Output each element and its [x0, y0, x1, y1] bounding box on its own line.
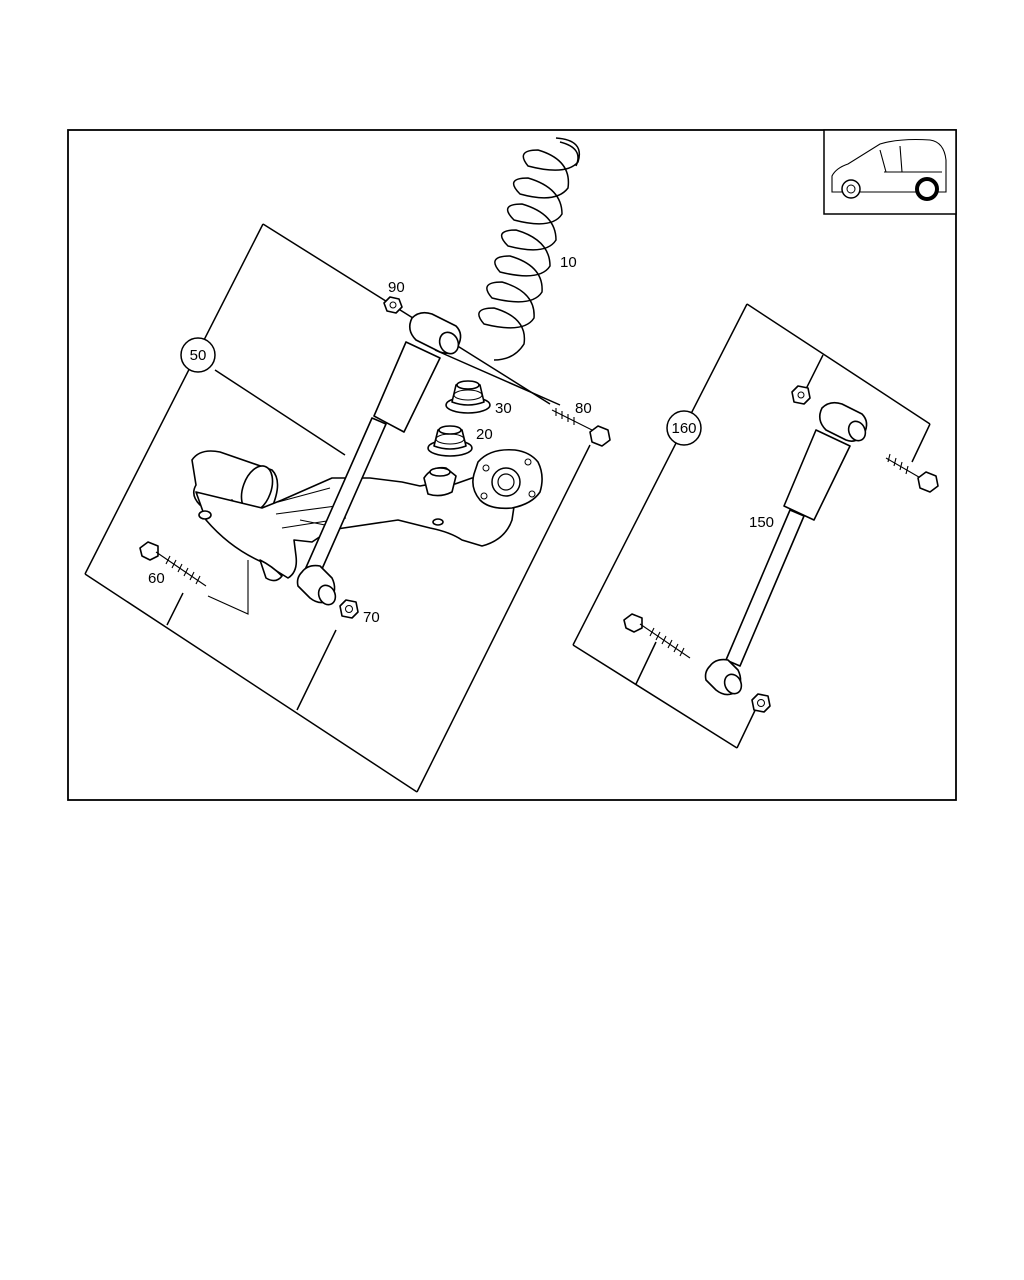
nut-90: [383, 296, 403, 314]
svg-text:160: 160: [671, 420, 696, 437]
label-90: 90: [388, 279, 405, 296]
label-10: 10: [560, 254, 577, 271]
callout-160: 160: [666, 410, 702, 446]
bolt-80: [551, 408, 611, 447]
assembly-50-bracket: [84, 223, 591, 793]
diagram-frame: [67, 129, 957, 801]
shock-absorber-right: [704, 401, 868, 696]
nut-70: [339, 599, 359, 619]
svg-text:50: 50: [190, 347, 207, 364]
label-20: 20: [476, 426, 493, 443]
bolt-right-upper: [885, 453, 939, 493]
coil-spring: [478, 137, 580, 361]
shock-absorber-left: [296, 311, 462, 606]
bolt-right-lower: [623, 613, 691, 659]
car-rear-wheel-icon: [823, 129, 957, 215]
spring-seat: [423, 466, 457, 497]
nut-right-lower: [751, 693, 771, 713]
label-150: 150: [749, 514, 774, 531]
label-60: 60: [148, 570, 165, 587]
bump-stop-lower: [427, 425, 473, 457]
label-80: 80: [575, 400, 592, 417]
wheel-hub-flange: [472, 448, 543, 510]
bump-stop-upper: [445, 380, 491, 414]
nut-right-upper: [791, 385, 811, 405]
bolt-60: [139, 541, 207, 587]
rear-axle-beam: [191, 450, 516, 615]
label-70: 70: [363, 609, 380, 626]
callout-50: 50: [180, 337, 216, 373]
label-30: 30: [495, 400, 512, 417]
